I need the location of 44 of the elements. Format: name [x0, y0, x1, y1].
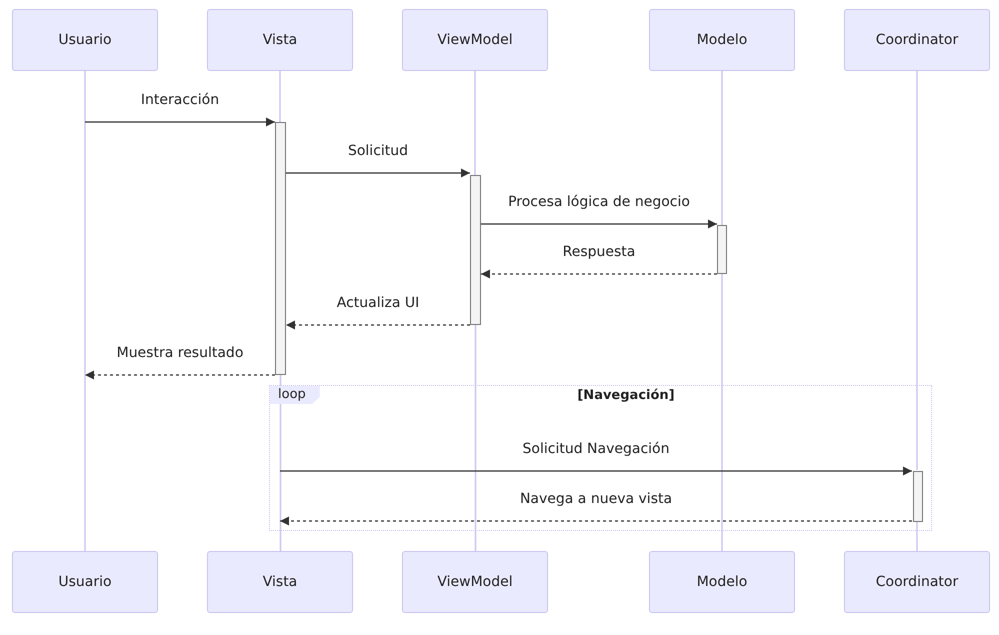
- lifeline: [474, 71, 476, 175]
- lifeline: [721, 71, 723, 225]
- participant-box: [12, 551, 158, 613]
- participant-box: [844, 9, 990, 71]
- lifeline: [916, 521, 918, 551]
- participant-box: [649, 9, 795, 71]
- participant-box: [12, 9, 158, 71]
- lifeline: [916, 71, 918, 470]
- message-arrow: [481, 270, 717, 278]
- loop-condition: [Navegación]: [577, 388, 675, 403]
- activation-bar: [913, 471, 923, 522]
- activation-bar: [275, 122, 286, 375]
- participant-box: [207, 9, 353, 71]
- participant-name: ViewModel: [437, 32, 513, 48]
- lifeline: [721, 274, 723, 551]
- message-arrow: [286, 168, 470, 178]
- participant-box: [844, 551, 990, 613]
- participant-name: Usuario: [58, 32, 112, 48]
- loop-tag: loop: [270, 386, 320, 404]
- lifeline: [84, 71, 86, 551]
- participant-name: Vista: [262, 32, 298, 48]
- message-arrow: [85, 118, 275, 126]
- participant-name: ViewModel: [437, 574, 513, 590]
- message-label: Solicitud Navegación: [520, 441, 672, 457]
- participant-name: Usuario: [58, 574, 112, 590]
- activation-bar: [470, 175, 481, 325]
- participant-name: Modelo: [696, 32, 748, 48]
- lifeline: [474, 325, 476, 551]
- participant-name: Vista: [262, 574, 298, 590]
- participant-name: Coordinator: [876, 32, 958, 48]
- participant-name: Coordinator: [876, 574, 958, 590]
- message-arrow: [280, 466, 912, 476]
- lifeline: [279, 71, 281, 122]
- message-arrow: [286, 320, 470, 330]
- message-arrow: [85, 370, 275, 380]
- participant-box: [207, 551, 353, 613]
- lifeline: [280, 375, 282, 551]
- message-arrow: [280, 516, 912, 526]
- participant-box: [402, 551, 548, 613]
- message-arrow: [481, 220, 717, 228]
- participant-box: [649, 551, 795, 613]
- participant-name: Modelo: [696, 574, 748, 590]
- participant-box: [402, 9, 548, 71]
- activation-bar: [717, 225, 727, 274]
